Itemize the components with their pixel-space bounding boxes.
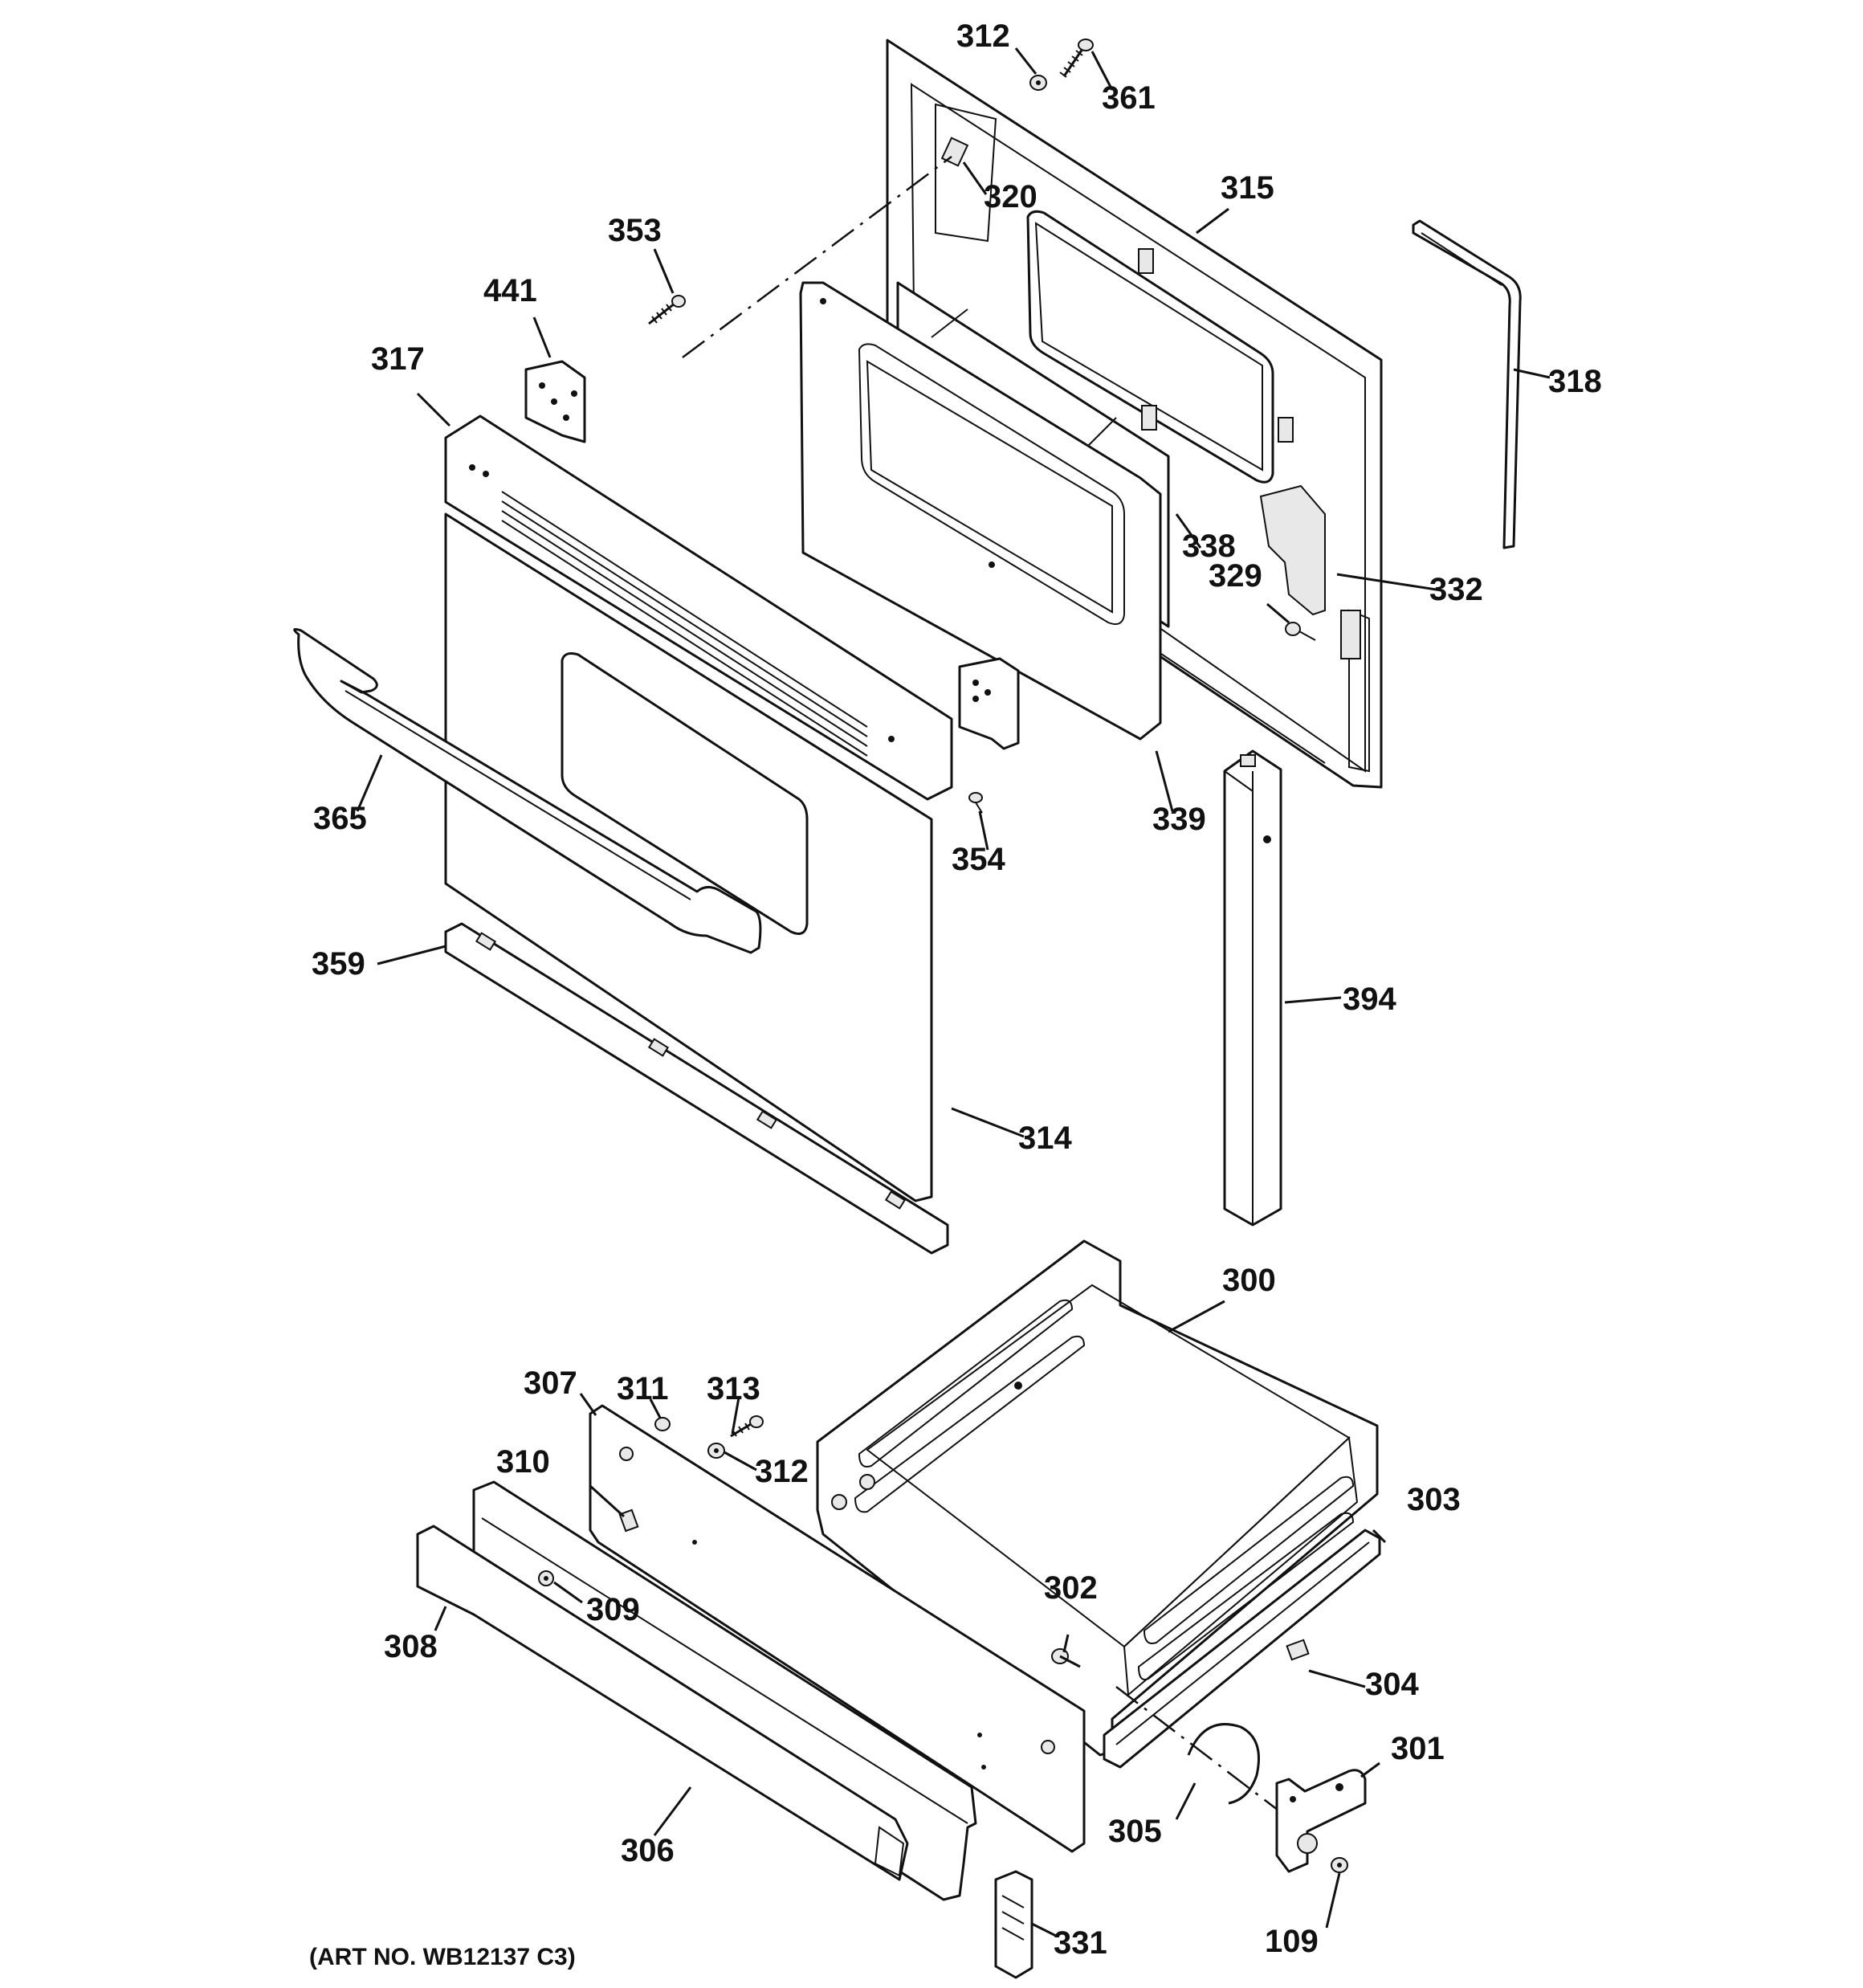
part-314-outer-door-panel: [444, 512, 933, 1202]
alignment-line-drawer: [1115, 1686, 1286, 1816]
part-301-drawer-bracket: [1275, 1769, 1367, 1873]
part-304-glide: [1286, 1639, 1310, 1661]
part-109-screw: [1331, 1857, 1348, 1873]
callout-311: 311: [617, 1371, 669, 1406]
part-365-door-handle: [293, 627, 762, 954]
part-312-washer-top: [1029, 75, 1047, 91]
callout-353: 353: [608, 213, 662, 248]
part-317-door-vent-trim: [444, 414, 953, 801]
callout-300: 300: [1222, 1263, 1276, 1298]
part-312-washer-lower: [707, 1443, 725, 1459]
part-332-insulation: [1259, 484, 1326, 616]
callout-302: 302: [1044, 1570, 1098, 1606]
callout-314: 314: [1018, 1121, 1072, 1156]
callout-331: 331: [1054, 1925, 1107, 1961]
callout-332: 332: [1429, 572, 1483, 607]
callout-301: 301: [1391, 1731, 1445, 1766]
callout-359: 359: [312, 946, 365, 982]
part-311-nut: [654, 1417, 671, 1431]
part-318-door-side-trim: [1412, 219, 1522, 549]
callout-303: 303: [1407, 1482, 1461, 1517]
part-331-bracket: [994, 1870, 1033, 1979]
callout-labels: 312 361 320 315 318 353 441 317 338 329 …: [312, 18, 1602, 1961]
part-307-drawer-front-inner: [589, 1404, 1086, 1853]
callout-320: 320: [984, 179, 1037, 214]
callout-305: 305: [1108, 1814, 1162, 1849]
art-number: (ART NO. WB12137 C3): [309, 1944, 576, 1970]
callout-312-top: 312: [956, 18, 1010, 54]
callout-109: 109: [1265, 1924, 1319, 1959]
part-hinge-bracket-right: [958, 657, 1020, 750]
part-359-door-bottom-trim: [444, 922, 949, 1255]
part-361-screw-top: [1059, 39, 1094, 78]
part-308-drawer-trim: [416, 1525, 909, 1881]
callout-308: 308: [384, 1629, 438, 1664]
part-305-wire-retainer: [1187, 1723, 1260, 1805]
callout-365: 365: [313, 801, 367, 836]
part-441-hinge-bracket: [524, 360, 586, 443]
part-315-door-inner-panel: [886, 39, 1383, 789]
callout-313: 313: [707, 1371, 760, 1406]
part-303-drawer-rail: [1103, 1529, 1381, 1769]
callout-310: 310: [496, 1444, 550, 1480]
callout-306: 306: [621, 1833, 675, 1868]
part-354-screw: [968, 792, 983, 814]
callout-315: 315: [1221, 170, 1274, 206]
leader-lines: [356, 47, 1551, 1937]
callout-309: 309: [586, 1592, 640, 1627]
callout-329: 329: [1209, 558, 1262, 594]
part-300-drawer-body: [816, 1239, 1379, 1757]
part-313-screw: [730, 1415, 764, 1438]
callout-354: 354: [952, 842, 1005, 877]
callout-304: 304: [1365, 1667, 1419, 1702]
part-353-screw: [648, 295, 686, 325]
callout-441: 441: [483, 273, 537, 308]
callout-312-lower: 312: [755, 1454, 809, 1489]
callout-361: 361: [1102, 80, 1156, 116]
callout-339: 339: [1152, 802, 1206, 837]
callout-317: 317: [371, 341, 425, 377]
part-394-side-post: [1223, 749, 1282, 1227]
callout-318: 318: [1548, 364, 1602, 399]
part-302-bolt: [1051, 1648, 1081, 1668]
part-339-door-inner-frame: [799, 281, 1162, 741]
part-329-screw: [1285, 622, 1316, 641]
callout-307: 307: [524, 1365, 577, 1401]
callout-394: 394: [1343, 982, 1396, 1017]
alignment-line-hinge: [682, 155, 952, 359]
callout-338: 338: [1182, 529, 1236, 564]
